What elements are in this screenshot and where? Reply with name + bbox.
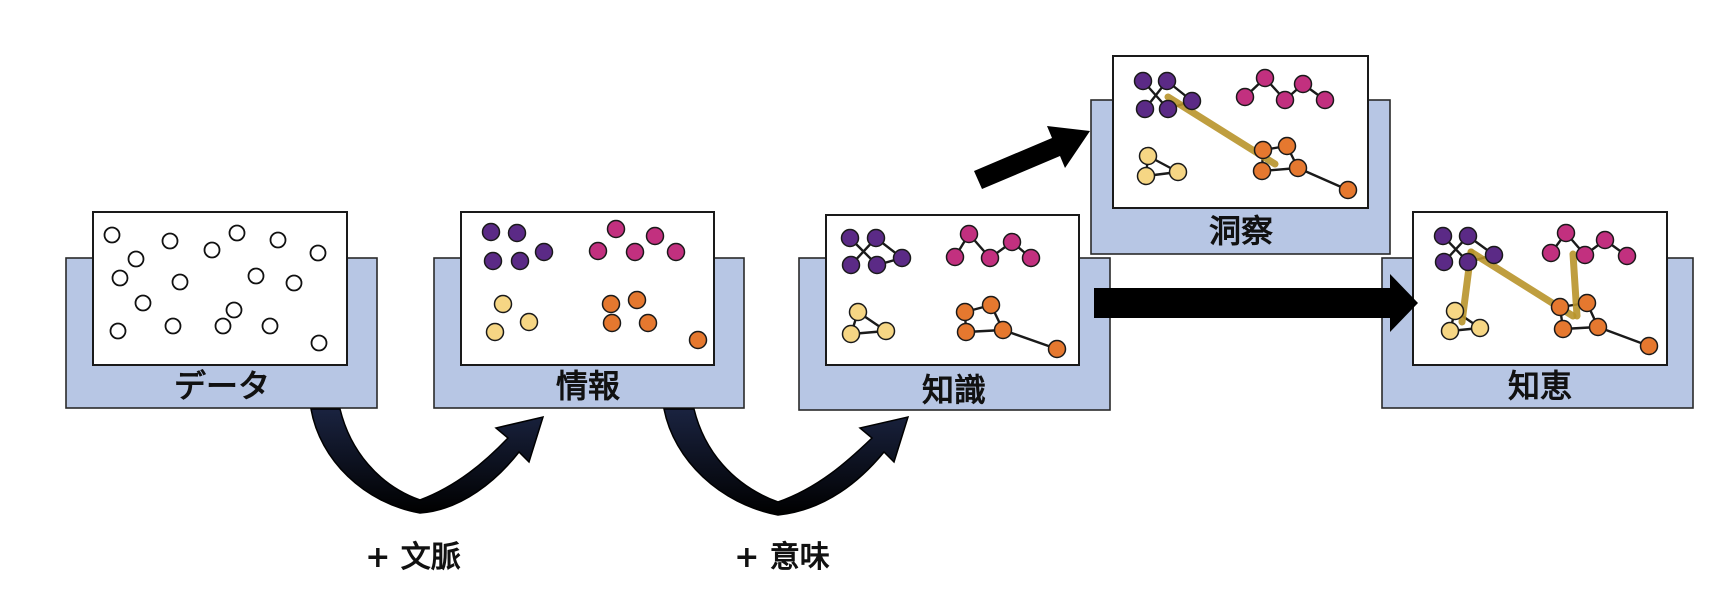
stage-insight-card bbox=[1112, 55, 1369, 209]
meaning-curved-arrow bbox=[663, 408, 910, 516]
stage-data: データ bbox=[65, 211, 378, 409]
context-step-label: + 文脈 bbox=[365, 540, 461, 575]
raw-data-points bbox=[103, 224, 328, 352]
stage-knowledge-label: 知識 bbox=[922, 371, 986, 409]
stage-data-card bbox=[92, 211, 348, 366]
insight-arrow bbox=[974, 126, 1090, 189]
wisdom-arrow bbox=[1094, 274, 1418, 332]
information-clusters bbox=[481, 219, 708, 350]
stage-information-card bbox=[460, 211, 715, 366]
stage-knowledge: 知識 bbox=[798, 214, 1111, 411]
meaning-step-label: + 意味 bbox=[734, 540, 830, 575]
wisdom-connection-line-3 bbox=[1569, 250, 1581, 320]
stage-wisdom-card bbox=[1412, 211, 1668, 366]
stage-information: 情報 bbox=[433, 211, 745, 409]
stage-wisdom: 知恵 bbox=[1381, 211, 1694, 409]
stage-wisdom-label: 知恵 bbox=[1508, 367, 1572, 405]
context-curved-arrow bbox=[310, 408, 545, 514]
stage-insight-label: 洞察 bbox=[1209, 212, 1273, 250]
insight-graph bbox=[1133, 68, 1358, 200]
stage-information-label: 情報 bbox=[556, 367, 620, 405]
stage-data-label: データ bbox=[174, 367, 270, 405]
wisdom-graph bbox=[1433, 223, 1659, 356]
knowledge-graph bbox=[840, 224, 1067, 359]
stage-insight: 洞察 bbox=[1090, 55, 1391, 255]
